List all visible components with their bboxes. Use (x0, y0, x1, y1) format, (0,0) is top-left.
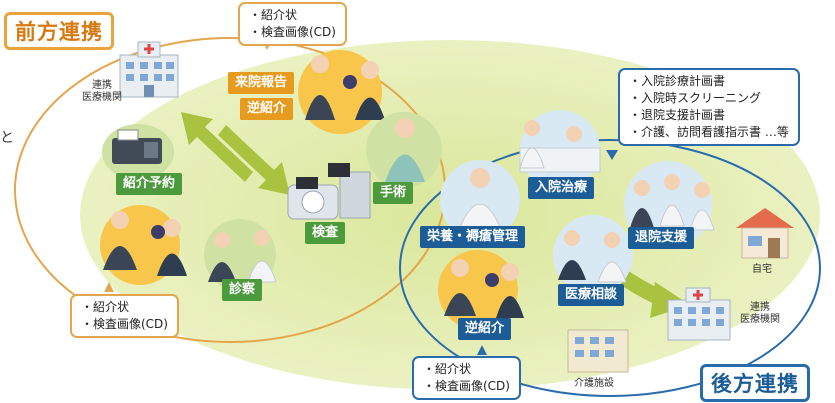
staff-group-iryo-sodan (553, 215, 633, 295)
staff-group-gyaku (438, 250, 524, 330)
note-line: ・紹介状 (81, 300, 130, 314)
note-left-pointer (104, 282, 114, 292)
edge-character: と (0, 130, 14, 146)
tag-taiin-shien: 退院支援 (628, 227, 695, 249)
note-line: ・介護、訪問看護指示書 …等 (629, 125, 789, 139)
care-facility-label: 介護施設 (574, 378, 614, 389)
note-line: ・紹介状 (249, 8, 298, 22)
staff-group-shokai (100, 205, 187, 285)
note-line: ・検査画像(CD) (423, 379, 510, 393)
document-note-top: ・紹介状 ・検査画像(CD) (238, 2, 347, 46)
note-line: ・退院支援計画書 (629, 108, 726, 122)
back-collaboration-title: 後方連携 (700, 364, 810, 402)
tag-shinsatsu: 診察 (222, 279, 263, 301)
note-line: ・入院診療計画書 (629, 74, 726, 88)
staff-group-raiin (298, 50, 385, 134)
home-icon (736, 208, 794, 259)
staff-group-shinsatsu (204, 219, 277, 291)
note-right-pointer (606, 150, 618, 160)
front-hospital-icon (119, 41, 179, 98)
staff-group-eiyo (440, 160, 520, 240)
back-cycle-ring (399, 139, 821, 397)
front-hospital-label: 連携 医療機関 (82, 80, 122, 104)
label-line: 連携 (750, 302, 770, 313)
label-line: 連携 (92, 80, 112, 91)
tag-shujutsu: 手術 (373, 182, 414, 204)
label-line: 医療機関 (82, 92, 122, 103)
note-line: ・紹介状 (423, 362, 472, 376)
label-line: 医療機関 (740, 314, 780, 325)
note-line: ・検査画像(CD) (249, 25, 336, 39)
back-hospital-label: 連携 医療機関 (740, 302, 780, 326)
document-note-right: ・入院診療計画書 ・入院時スクリーニング ・退院支援計画書 ・介護、訪問看護指示… (618, 68, 800, 146)
back-hospital-icon (667, 287, 731, 341)
note-bottom-pointer (477, 345, 487, 355)
note-line: ・入院時スクリーニング (629, 91, 762, 105)
note-line: ・検査画像(CD) (81, 317, 168, 331)
tag-raiin-hokoku: 来院報告 (228, 72, 295, 94)
referral-arrows (181, 112, 290, 195)
tag-iryo-sodan: 医療相談 (558, 284, 625, 306)
document-note-bottom: ・紹介状 ・検査画像(CD) (412, 356, 521, 400)
fax-icon (102, 124, 174, 180)
care-facility-icon (567, 329, 629, 373)
tag-nyuin-chiryo: 入院治療 (528, 177, 595, 199)
tag-gyaku-shokai-bottom: 逆紹介 (458, 318, 512, 340)
exam-equipment (287, 163, 371, 220)
front-collaboration-title: 前方連携 (4, 12, 114, 50)
home-label: 自宅 (752, 264, 772, 275)
tag-gyaku-shokai-top: 逆紹介 (240, 98, 294, 120)
tag-shokai-yoyaku: 紹介予約 (116, 173, 183, 195)
surgeon-figure (366, 112, 442, 188)
tag-eiyo-jokuso: 栄養・褥瘡管理 (420, 226, 526, 248)
staff-group-nyuin (519, 110, 601, 190)
tag-kensa: 検査 (305, 222, 346, 244)
document-note-left: ・紹介状 ・検査画像(CD) (70, 294, 179, 338)
